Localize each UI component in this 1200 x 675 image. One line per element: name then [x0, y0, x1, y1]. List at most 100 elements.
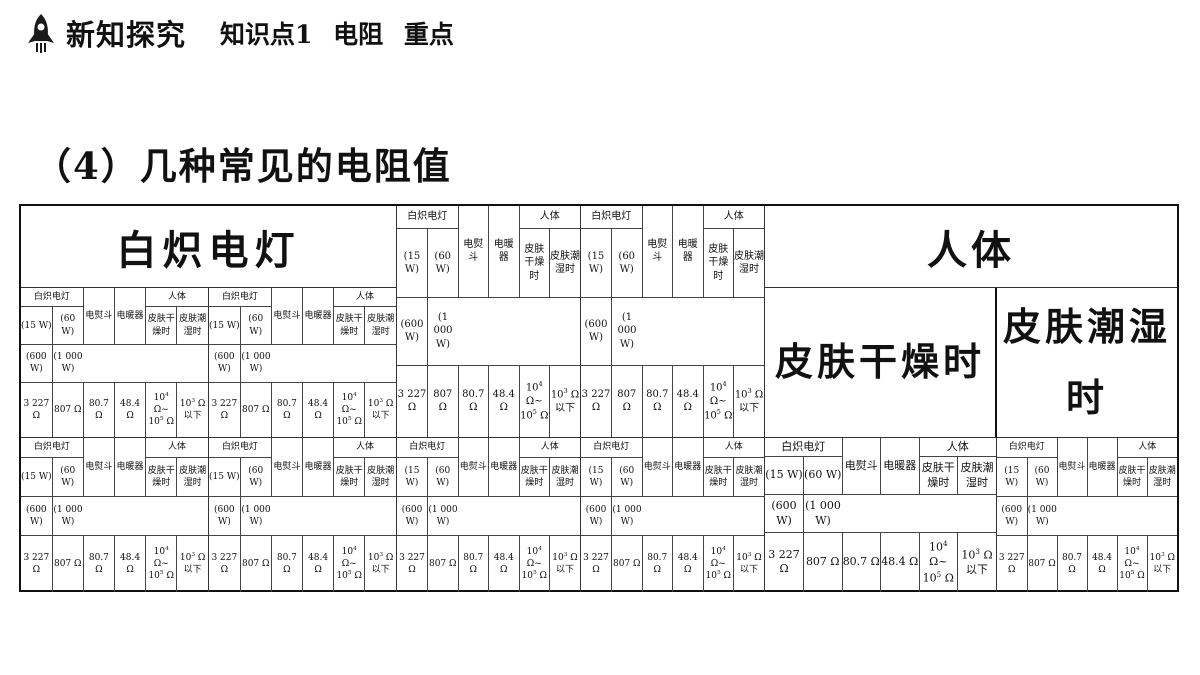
value-1000w: 48.4 Ω: [113, 381, 147, 437]
heater-header: 电暖器: [301, 438, 335, 497]
lamp-header: 白炽电灯: [209, 438, 272, 458]
value-600w: 80.7 Ω: [457, 534, 489, 592]
lamp-15w: (15 W): [997, 456, 1028, 497]
power-600w: (600 W): [581, 296, 612, 366]
body-header: 人体: [145, 288, 208, 308]
value-skin-dry: 104 Ω~ 105 Ω: [702, 364, 734, 437]
resistance-mini-table: 白炽电灯 电熨斗 电暖器 人体 (15 W) (60 W) 皮肤干燥时 皮肤潮湿…: [21, 438, 208, 592]
lamp-15w: (15 W): [21, 306, 53, 345]
value-15w: 3 227 Ω: [209, 534, 241, 592]
value-skin-dry: 104 Ω~ 105 Ω: [1116, 534, 1148, 592]
value-15w: 3 227 Ω: [765, 531, 804, 592]
table-tile-6: 白炽电灯 电熨斗 电暖器 人体 (15 W) (60 W) 皮肤干燥时 皮肤潮湿…: [209, 438, 397, 592]
body-header: 人体: [518, 438, 580, 458]
lamp-15w: (15 W): [209, 456, 241, 497]
skin-dry-header: 皮肤干燥时: [702, 228, 734, 298]
slide-header: 新知探究 知识点1 电阻 重点: [24, 8, 466, 58]
heater-header: 电暖器: [672, 438, 704, 497]
lamp-15w: (15 W): [581, 228, 612, 298]
power-600w: (600 W): [997, 495, 1028, 536]
value-60w: 807 Ω: [51, 534, 84, 592]
value-15w: 3 227 Ω: [21, 381, 53, 437]
table-tile-9: 白炽电灯 电熨斗 电暖器 人体 (15 W) (60 W) 皮肤干燥时 皮肤潮湿…: [765, 438, 997, 592]
skin-dry-header: 皮肤干燥时: [1116, 456, 1148, 497]
skin-dry-header: 皮肤干燥时: [145, 456, 178, 497]
skin-wet-header: 皮肤潮湿时: [733, 228, 764, 298]
slide-subtitle: （4）几种常见的电阻值: [34, 144, 452, 188]
iron-header: 电熨斗: [82, 438, 115, 497]
power-600w: (600 W): [581, 495, 612, 536]
rocket-icon: [28, 14, 54, 53]
value-1000w: 48.4 Ω: [488, 364, 520, 437]
lamp-15w: (15 W): [209, 306, 241, 345]
topic-tag: 重点: [403, 20, 454, 49]
value-60w: 807 Ω: [239, 534, 272, 592]
body-header: 人体: [702, 206, 764, 230]
heater-header: 电暖器: [1086, 438, 1118, 497]
value-1000w: 48.4 Ω: [880, 531, 920, 592]
section-title: 新知探究: [66, 18, 187, 52]
skin-wet-header: 皮肤潮湿时: [1146, 456, 1177, 497]
body-header: 人体: [702, 438, 764, 458]
heater-header: 电暖器: [672, 206, 704, 298]
topic-number: 知识点1: [220, 20, 313, 49]
power-1000w: (1 000 W): [1026, 495, 1057, 536]
topic-name: 电阻: [333, 20, 384, 49]
iron-header: 电熨斗: [641, 438, 673, 497]
lamp-header: 白炽电灯: [581, 438, 643, 458]
lamp-60w: (60 W): [611, 228, 643, 298]
lamp-15w: (15 W): [21, 456, 53, 497]
skin-dry-header: 皮肤干燥时: [518, 228, 550, 298]
value-1000w: 48.4 Ω: [113, 534, 147, 592]
power-1000w: (1 000 W): [611, 296, 642, 366]
value-15w: 3 227 Ω: [21, 534, 53, 592]
lamp-header: 白炽电灯: [209, 288, 272, 308]
value-600w: 80.7 Ω: [270, 381, 303, 437]
value-skin-dry: 104 Ω~ 105 Ω: [145, 381, 178, 437]
value-600w: 80.7 Ω: [270, 534, 303, 592]
lamp-15w: (15 W): [397, 456, 428, 497]
value-skin-dry: 104 Ω~ 105 Ω: [518, 534, 550, 592]
lamp-header: 白炽电灯: [21, 438, 84, 458]
value-skin-wet: 103 Ω 以下: [364, 381, 396, 437]
zoomed-label-skin-wet: 皮肤潮湿时: [997, 288, 1177, 438]
table-tile-3: 白炽电灯 电熨斗 电暖器 人体 (15 W) (60 W) 皮肤干燥时 皮肤潮湿…: [397, 206, 581, 438]
heater-header: 电暖器: [113, 438, 147, 497]
heater-header: 电暖器: [488, 206, 520, 298]
power-1000w: (1 000 W): [611, 495, 642, 536]
power-600w: (600 W): [765, 494, 804, 533]
skin-dry-header: 皮肤干燥时: [145, 306, 178, 345]
power-1000w: (1 000 W): [51, 343, 84, 383]
value-skin-wet: 103 Ω 以下: [1146, 534, 1177, 592]
value-15w: 3 227 Ω: [997, 534, 1028, 592]
lamp-60w: (60 W): [803, 456, 843, 496]
resistance-mini-table: 白炽电灯 电熨斗 电暖器 人体 (15 W) (60 W) 皮肤干燥时 皮肤潮湿…: [581, 438, 764, 592]
resistance-table-collage: 白炽电灯 人体 皮肤干燥时 皮肤潮湿时 白炽电灯 电熨斗 电暖器 人体 (15 …: [19, 204, 1179, 592]
power-600w: (600 W): [397, 296, 428, 366]
lamp-15w: (15 W): [581, 456, 612, 497]
table-tile-5: 白炽电灯 电熨斗 电暖器 人体 (15 W) (60 W) 皮肤干燥时 皮肤潮湿…: [21, 438, 209, 592]
body-header: 人体: [333, 438, 396, 458]
skin-dry-header: 皮肤干燥时: [333, 456, 366, 497]
value-60w: 807 Ω: [611, 364, 643, 437]
lamp-60w: (60 W): [239, 306, 272, 345]
lamp-15w: (15 W): [765, 456, 804, 496]
value-1000w: 48.4 Ω: [672, 364, 704, 437]
heater-header: 电暖器: [880, 438, 920, 496]
value-skin-wet: 103 Ω 以下: [176, 534, 208, 592]
value-skin-wet: 103 Ω 以下: [549, 534, 580, 592]
iron-header: 电熨斗: [641, 206, 673, 298]
value-60w: 807 Ω: [51, 381, 84, 437]
value-skin-dry: 104 Ω~ 105 Ω: [333, 534, 366, 592]
heater-header: 电暖器: [488, 438, 520, 497]
iron-header: 电熨斗: [270, 288, 303, 345]
body-header: 人体: [918, 438, 996, 458]
iron-header: 电熨斗: [270, 438, 303, 497]
value-skin-wet: 103 Ω 以下: [733, 534, 764, 592]
table-tile-1: 白炽电灯 电熨斗 电暖器 人体 (15 W) (60 W) 皮肤干燥时 皮肤潮湿…: [21, 288, 209, 438]
lamp-60w: (60 W): [51, 456, 84, 497]
table-tile-7: 白炽电灯 电熨斗 电暖器 人体 (15 W) (60 W) 皮肤干燥时 皮肤潮湿…: [397, 438, 581, 592]
skin-dry-header: 皮肤干燥时: [702, 456, 734, 497]
lamp-60w: (60 W): [239, 456, 272, 497]
iron-header: 电熨斗: [841, 438, 881, 496]
